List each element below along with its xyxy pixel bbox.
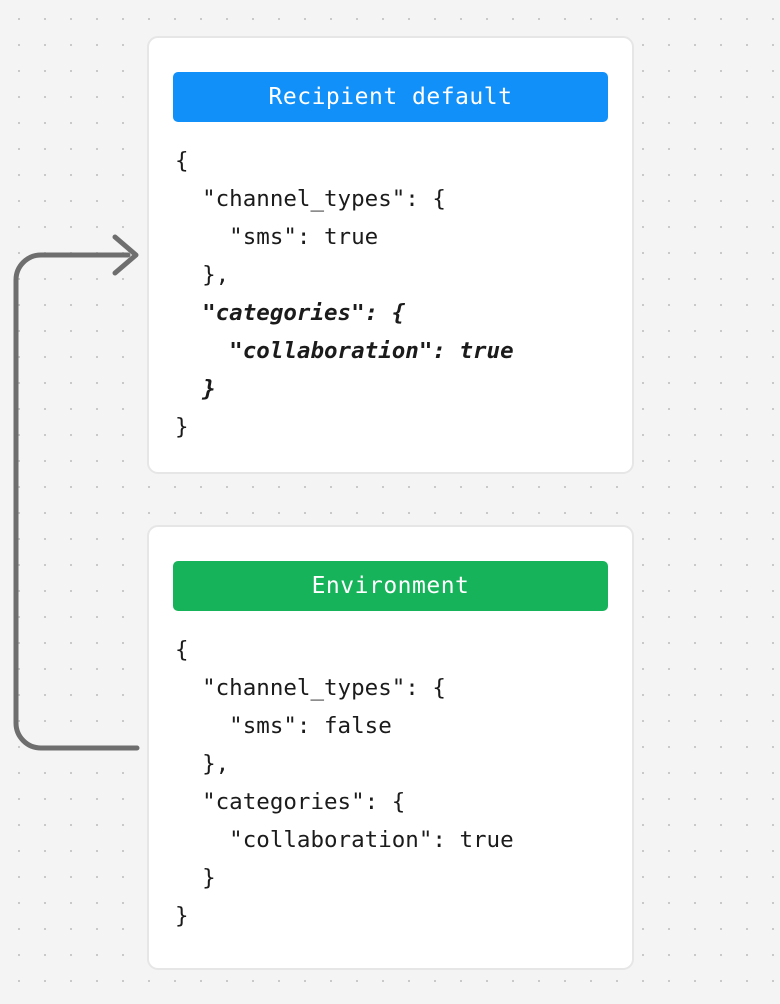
card-header-label: Environment	[311, 573, 470, 599]
merge-arrow-path	[13, 252, 140, 751]
card-recipient-default: Recipient default { "channel_types": { "…	[147, 36, 634, 474]
card-header-recipient-default: Recipient default	[173, 72, 608, 122]
code-line: "sms": true	[175, 224, 379, 250]
card-environment: Environment { "channel_types": { "sms": …	[147, 525, 634, 970]
code-line: "collaboration": true	[175, 827, 514, 853]
code-line: "sms": false	[175, 713, 392, 739]
code-line: "channel_types": {	[175, 675, 446, 701]
code-line: }	[175, 903, 189, 929]
code-line: {	[175, 148, 189, 174]
code-line: {	[175, 637, 189, 663]
code-line: },	[175, 751, 230, 777]
code-line: }	[175, 376, 216, 402]
merge-arrowhead-icon	[112, 234, 139, 276]
code-line: "collaboration": true	[175, 338, 514, 364]
card-header-label: Recipient default	[268, 84, 513, 110]
code-line: "categories": {	[175, 300, 406, 326]
code-line: },	[175, 262, 230, 288]
code-block-recipient-default: { "channel_types": { "sms": true }, "cat…	[175, 142, 514, 446]
code-line: }	[175, 414, 189, 440]
code-line: "channel_types": {	[175, 186, 446, 212]
code-line: "categories": {	[175, 789, 406, 815]
card-header-environment: Environment	[173, 561, 608, 611]
code-line: }	[175, 865, 216, 891]
code-block-environment: { "channel_types": { "sms": false }, "ca…	[175, 631, 514, 935]
